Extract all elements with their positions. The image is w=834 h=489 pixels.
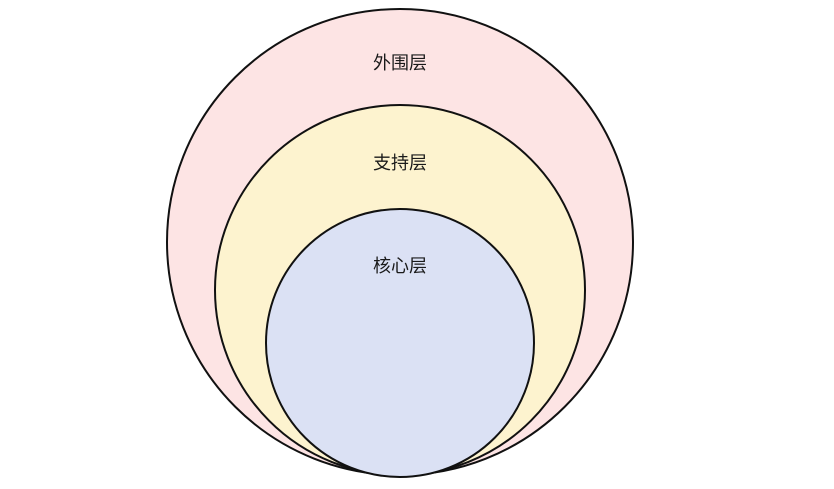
core-layer-label: 核心层 — [373, 256, 427, 277]
outer-layer-label: 外围层 — [373, 53, 427, 74]
support-layer-label: 支持层 — [373, 153, 427, 174]
core-layer-circle — [265, 208, 535, 478]
core-layer: 核心层 — [265, 208, 535, 478]
